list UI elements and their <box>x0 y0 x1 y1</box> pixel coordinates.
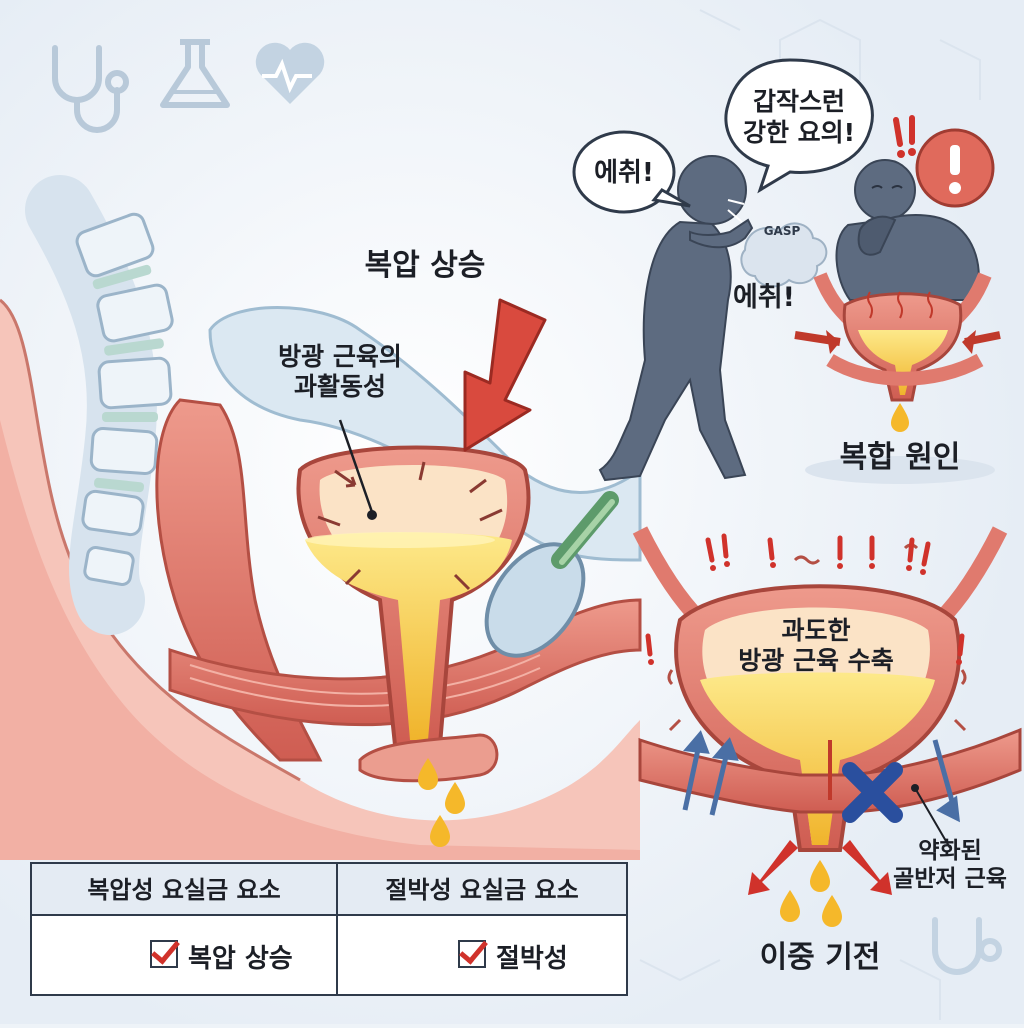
flask-icon <box>160 39 230 108</box>
gasp-cloud <box>740 222 828 288</box>
check-icon <box>458 940 486 968</box>
check-icon <box>150 940 178 968</box>
x-mark-icon <box>842 762 903 823</box>
legend-header-urge: 절박성 요실금 요소 <box>338 864 626 916</box>
bubble-sneeze-text: 에취! <box>594 158 654 188</box>
sneezing-figure <box>598 155 754 482</box>
exclamation-icon <box>893 115 995 208</box>
worried-figure <box>835 159 980 301</box>
dual-mechanism-label: 이중 기전 <box>759 940 881 975</box>
stethoscope-icon <box>932 917 1002 975</box>
dual-mechanism-bladder <box>632 526 1022 927</box>
bubble-urge-text: 갑작스런 강한 요의! <box>742 87 856 148</box>
speech-bubble-sneeze <box>572 130 691 214</box>
pressure-arrow <box>463 298 547 452</box>
sneeze-label: 에취! <box>733 282 795 313</box>
weak-pelvic-label: 약화된 골반저 근육 <box>893 838 1007 892</box>
excess-contraction-label: 과도한 방광 근육 수축 <box>738 616 894 675</box>
legend-table: 복압성 요실금 요소 절박성 요실금 요소 복압 상승 절박성 <box>30 862 628 996</box>
speech-bubble-urge <box>724 58 874 194</box>
legend-item-stress: 복압 상승 <box>188 944 293 974</box>
legend-header-stress: 복압성 요실금 요소 <box>32 864 336 916</box>
bladder-overactivity-label: 방광 근육의 과활동성 <box>278 342 402 401</box>
mixed-cause-label: 복합 원인 <box>839 440 961 475</box>
legend-divider <box>336 864 338 994</box>
heartbeat-icon <box>255 42 325 104</box>
legend-item-urge: 절박성 <box>496 944 568 974</box>
abdominal-pressure-label: 복압 상승 <box>364 248 486 283</box>
mixed-bladder <box>794 272 1001 484</box>
pelvic-anatomy <box>0 175 642 860</box>
gasp-label: GASP <box>763 224 801 238</box>
stethoscope-icon <box>52 45 129 133</box>
